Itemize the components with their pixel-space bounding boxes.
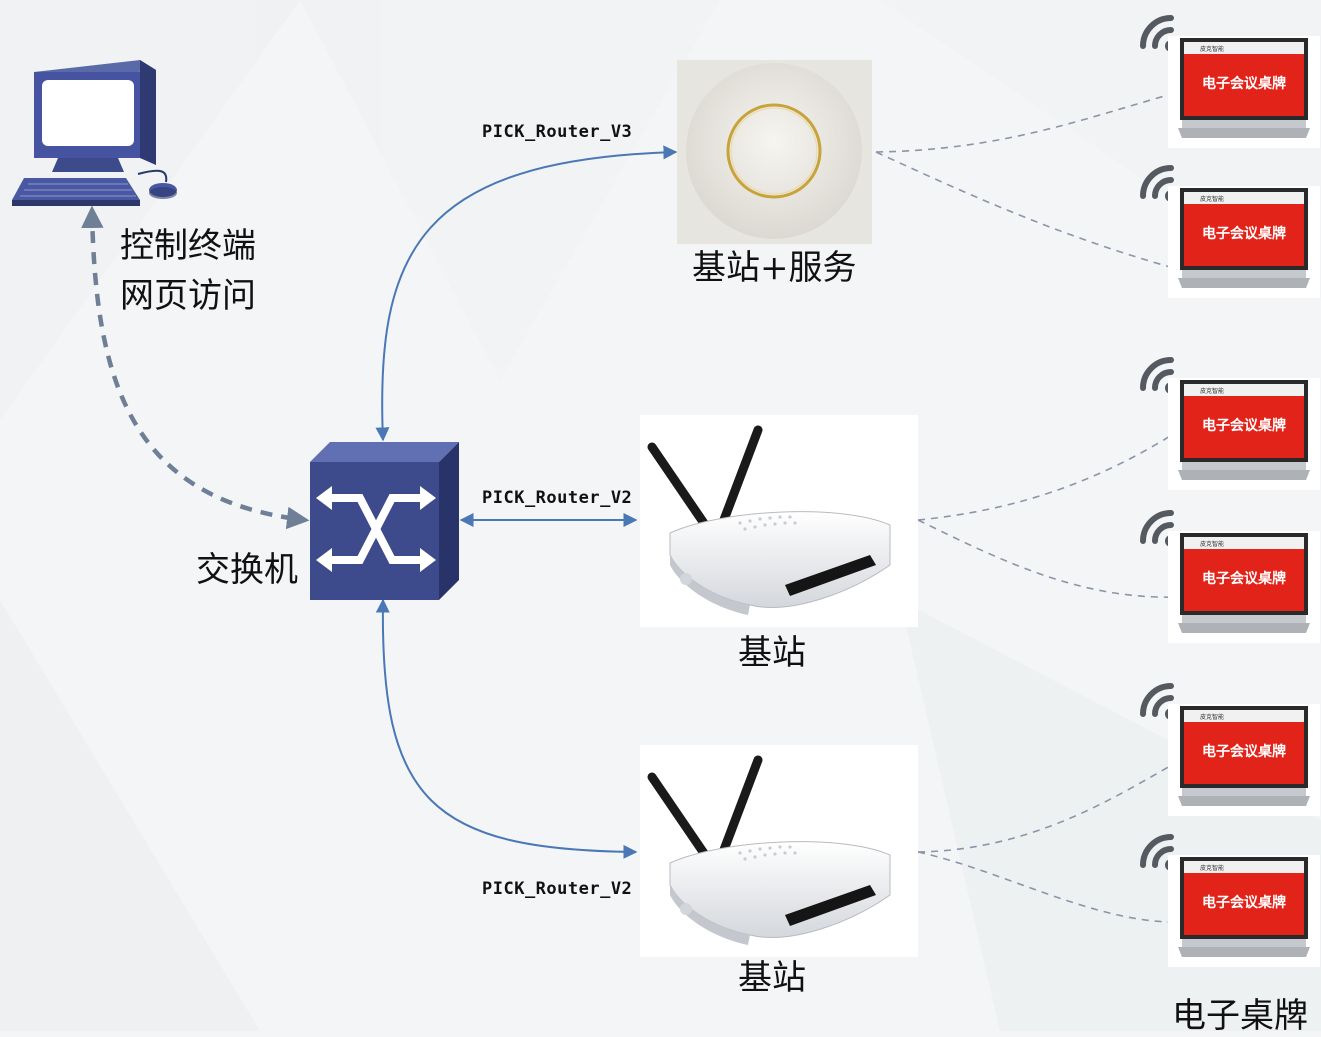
desk-sign-header: 皮克智能 bbox=[1200, 387, 1224, 395]
desk-signs-label: 电子桌牌 bbox=[1172, 996, 1308, 1036]
ceiling-access-point-photo bbox=[677, 60, 872, 244]
desk-sign-header: 皮克智能 bbox=[1200, 713, 1224, 721]
link-label-v3: PICK_Router_V3 bbox=[482, 122, 633, 142]
desktop-computer-icon bbox=[12, 60, 177, 206]
desk-sign-header: 皮克智能 bbox=[1200, 195, 1224, 203]
switch-basev3-link bbox=[375, 145, 678, 442]
terminal-label-line2: 网页访问 bbox=[120, 276, 256, 316]
base-v3-label: 基站+服务 bbox=[692, 248, 857, 288]
desk-sign-header: 皮克智能 bbox=[1200, 540, 1224, 548]
terminal-switch-link bbox=[81, 205, 310, 530]
switch-base2-link bbox=[375, 598, 638, 859]
desk-sign-text: 电子会议桌牌 bbox=[1202, 75, 1286, 92]
desk-sign-header: 皮克智能 bbox=[1200, 45, 1224, 53]
wireless-router-photo bbox=[640, 415, 918, 627]
desk-sign-text: 电子会议桌牌 bbox=[1202, 225, 1286, 242]
desk-sign-text: 电子会议桌牌 bbox=[1202, 894, 1286, 911]
terminal-label-line1: 控制终端 bbox=[120, 226, 256, 266]
base-1-label: 基站 bbox=[738, 633, 806, 673]
wireless-links bbox=[875, 94, 1189, 923]
desk-sign-text: 电子会议桌牌 bbox=[1202, 743, 1286, 760]
network-switch-icon bbox=[310, 442, 459, 600]
desk-signs-group: 皮克智能电子会议桌牌皮克智能电子会议桌牌皮克智能电子会议桌牌皮克智能电子会议桌牌… bbox=[1140, 15, 1320, 967]
desk-sign-text: 电子会议桌牌 bbox=[1202, 417, 1286, 434]
switch-label: 交换机 bbox=[196, 550, 298, 590]
wireless-router-photo bbox=[640, 745, 918, 957]
desk-sign-text: 电子会议桌牌 bbox=[1202, 570, 1286, 587]
base-2-label: 基站 bbox=[738, 958, 806, 998]
link-label-v2-2: PICK_Router_V2 bbox=[482, 879, 633, 899]
desk-sign-header: 皮克智能 bbox=[1200, 864, 1224, 872]
link-label-v2-1: PICK_Router_V2 bbox=[482, 488, 633, 508]
